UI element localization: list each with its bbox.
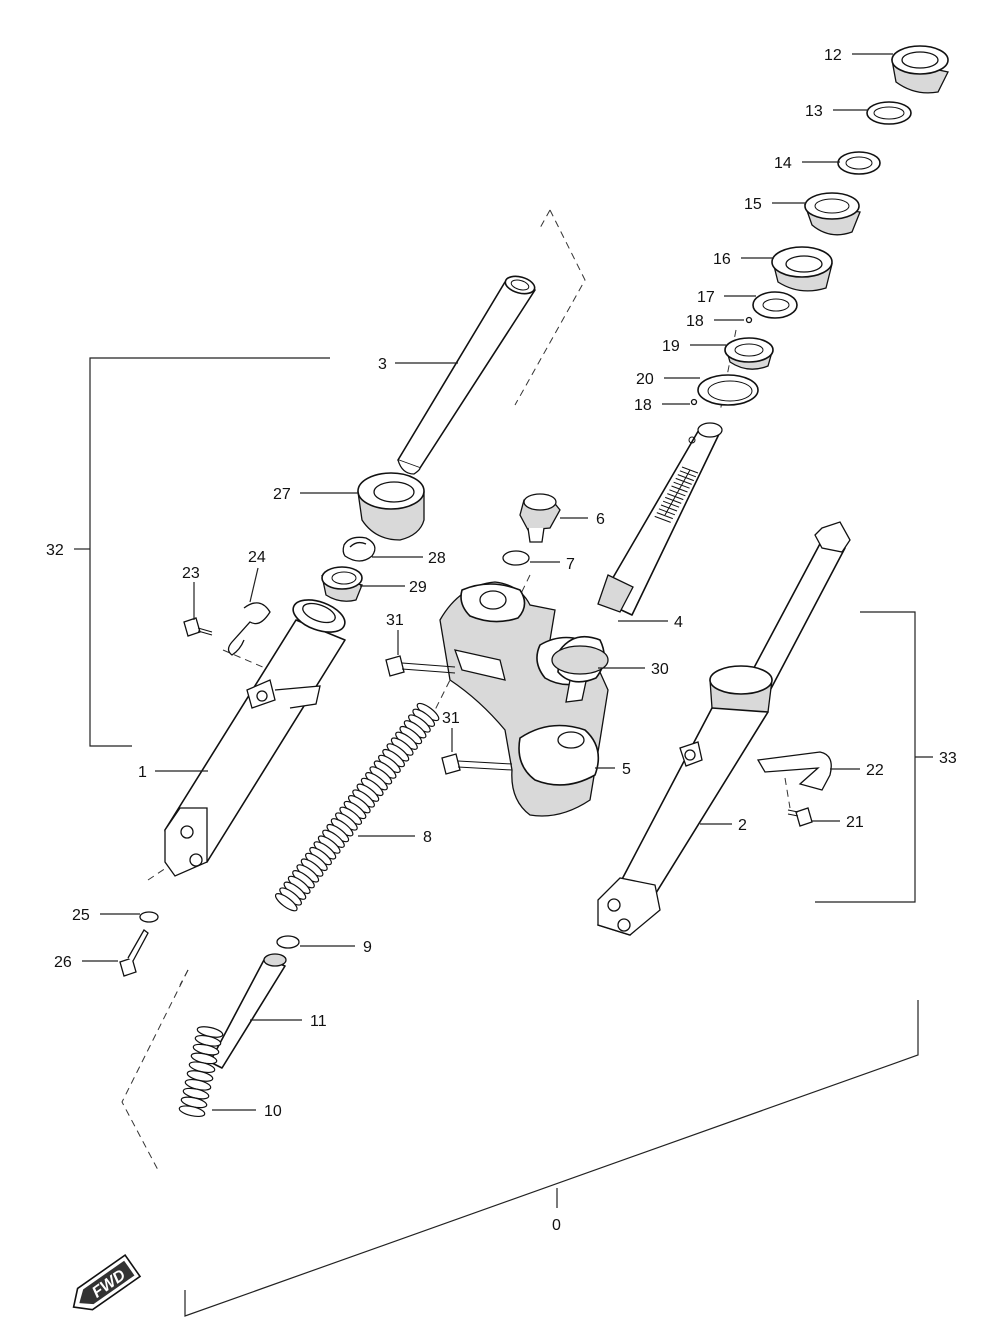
rebound-spring-part xyxy=(178,1026,224,1118)
callout-9: 9 xyxy=(363,939,372,956)
callout-26: 26 xyxy=(54,954,72,971)
hose-clip-part xyxy=(227,602,271,656)
callout-10: 10 xyxy=(264,1103,282,1120)
guide-outline-lower xyxy=(121,969,189,1171)
callout-4: 4 xyxy=(674,614,683,631)
bottom-bridge-part xyxy=(439,581,609,817)
bearing-race-part-16 xyxy=(771,246,833,292)
ball-part-18b xyxy=(690,398,698,406)
bolt-part-23 xyxy=(183,617,213,637)
bracket-part-22 xyxy=(756,751,832,791)
lock-washer-part-14 xyxy=(837,151,881,175)
stem-bearing-part xyxy=(551,645,609,675)
group-bracket-33 xyxy=(815,611,916,903)
callout-23: 23 xyxy=(182,565,200,582)
lock-washer-part-13 xyxy=(866,101,912,125)
callout-32: 32 xyxy=(46,542,64,559)
left-outer-tube-part xyxy=(164,599,346,877)
callout-8: 8 xyxy=(423,829,432,846)
callout-25: 25 xyxy=(72,907,90,924)
washer-part-25 xyxy=(139,911,159,923)
callout-2: 2 xyxy=(738,817,747,834)
callout-0: 0 xyxy=(552,1217,561,1234)
damper-rod-part xyxy=(209,953,287,1069)
oil-seal-part xyxy=(321,566,363,602)
leader-lines xyxy=(82,53,893,1111)
bolt-part-21 xyxy=(787,807,813,827)
callout-20: 20 xyxy=(636,371,654,388)
callout-22: 22 xyxy=(866,762,884,779)
inner-tube-part xyxy=(397,275,536,475)
washer-part-7 xyxy=(502,550,530,566)
callout-28: 28 xyxy=(428,550,446,567)
callout-18b: 18 xyxy=(634,397,652,414)
callout-14: 14 xyxy=(774,155,792,172)
group-bracket-32 xyxy=(89,357,330,747)
callout-24: 24 xyxy=(248,549,266,566)
bolt-part-31a xyxy=(385,655,456,677)
right-fork-part xyxy=(597,521,851,936)
callout-31b: 31 xyxy=(442,710,460,727)
spring-part xyxy=(274,702,440,912)
callout-12: 12 xyxy=(824,47,842,64)
callout-16: 16 xyxy=(713,251,731,268)
headset-cap-part xyxy=(891,45,949,94)
callout-33: 33 xyxy=(939,750,957,767)
bolt-part-26 xyxy=(119,929,149,977)
callout-5: 5 xyxy=(622,761,631,778)
callout-15: 15 xyxy=(744,196,762,213)
callout-3: 3 xyxy=(378,356,387,373)
callout-11: 11 xyxy=(310,1013,327,1030)
seal-part-9 xyxy=(276,935,300,949)
top-bolt-part xyxy=(519,493,561,543)
callout-21: 21 xyxy=(846,814,864,831)
callout-30: 30 xyxy=(651,661,669,678)
callout-13: 13 xyxy=(805,103,823,120)
callout-6: 6 xyxy=(596,511,605,528)
callout-18a: 18 xyxy=(686,313,704,330)
lock-nut-part-15 xyxy=(804,192,861,236)
bearing-part-17 xyxy=(752,291,798,319)
dust-seal-part xyxy=(357,472,425,541)
callout-labels: 12 13 14 15 16 17 18 19 20 18 3 27 28 29… xyxy=(46,47,957,1234)
fwd-direction-badge: FWD xyxy=(72,1254,142,1311)
steering-stem-part xyxy=(557,422,723,683)
group-bracket-0 xyxy=(184,1000,919,1317)
circlip-part xyxy=(342,536,376,562)
callout-7: 7 xyxy=(566,556,575,573)
bearing-part-19 xyxy=(724,337,774,370)
bolt-part-31b xyxy=(441,753,513,775)
ball-part-18a xyxy=(745,316,753,324)
guide-outline-upper xyxy=(514,209,586,406)
callout-27: 27 xyxy=(273,486,291,503)
callout-19: 19 xyxy=(662,338,680,355)
callout-29: 29 xyxy=(409,579,427,596)
callout-17: 17 xyxy=(697,289,715,306)
callout-1: 1 xyxy=(138,764,147,781)
callout-31a: 31 xyxy=(386,612,404,629)
